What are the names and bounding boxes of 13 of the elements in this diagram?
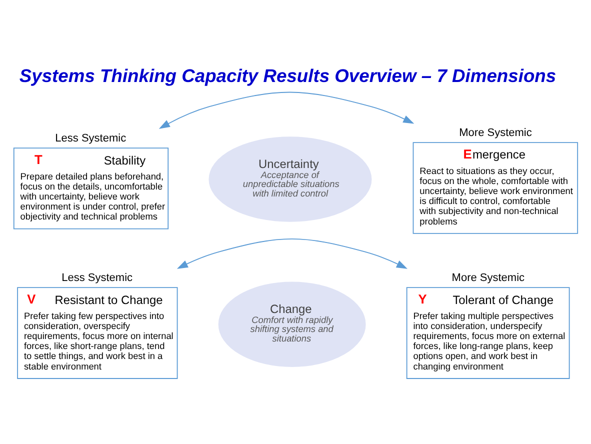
node-box: Y Tolerant of Change Prefer taking multiple perspectives into consideration, underspecify requirements, focus more on external forces, like long-range plans, keep options open, and work best in changing environment [406, 286, 570, 378]
node-label: More Systemic [459, 126, 532, 138]
node-label: Less Systemic [55, 132, 126, 144]
diagram-title: Systems Thinking Capacity Results Overview – 7 Dimensions [19, 64, 556, 86]
arrow [176, 238, 408, 268]
node-box: Emergence React to situations as they occur, focus on the whole, comfortable with uncertainty, believe work environment is difficult to control, comfortable with subjectivity and non-technical problems [412, 142, 578, 234]
node-ellipse: Change Comfort with rapidly shifting systems and situations [218, 281, 366, 366]
arrow [158, 91, 414, 128]
node-label: Less Systemic [62, 271, 133, 284]
node-label: More Systemic [452, 271, 525, 284]
node-box: V Resistant to Change Prefer taking few perspectives into consideration, overspecify requirements, focus more on internal forces, like short-range plans, tend to settle things, and work best in a stable environment [17, 286, 178, 378]
node-ellipse: Uncertainty Acceptance of unpredictable situations with limited control [208, 136, 372, 222]
node-box: T Stability Prepare detailed plans beforehand, focus on the details, uncomfortable with uncertainty, believe work environment is under control, prefer objectivity and technical problems [13, 147, 169, 229]
